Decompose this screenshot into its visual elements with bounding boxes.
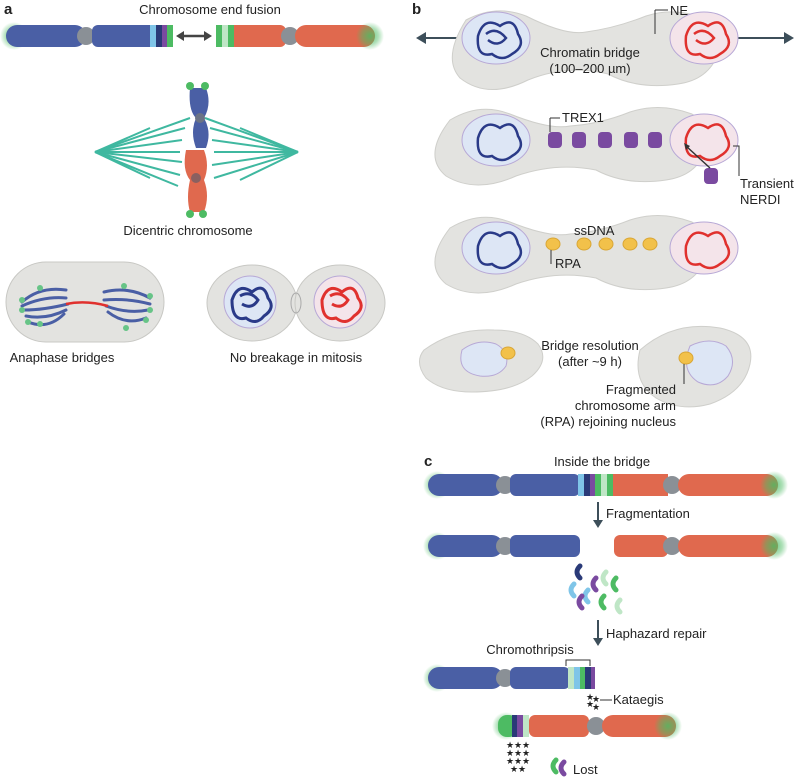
svg-text:★: ★ [592,702,600,712]
double-arrow-icon [176,31,212,41]
panel-b: b NE Chromatin bridge (100–200 µm) [412,1,794,429]
chromosome-arm-label: chromosome arm [575,398,676,413]
svg-text:★: ★ [510,764,518,774]
no-breakage-cells [206,264,386,342]
rpa-label: RPA [555,256,581,271]
dicentric-chromosome-label: Dicentric chromosome [123,223,252,238]
panel-a-letter: a [4,1,13,18]
svg-text:★: ★ [506,748,514,758]
anaphase-bridges-label: Anaphase bridges [10,350,115,365]
inside-bridge-label: Inside the bridge [554,454,650,469]
repaired-blue-chromosome [423,664,595,692]
dicentric-chromosome [184,82,209,218]
svg-text:★: ★ [506,756,514,766]
rpa-markers [545,237,658,251]
chromatin-bridge-label: Chromatin bridge [540,45,640,60]
right-chromosome [216,22,384,50]
kataegis-stars-2: ★★★ ★★★ ★★★ ★★ [506,740,530,774]
nerdi-label: NERDI [740,192,780,207]
no-breakage-label: No breakage in mitosis [230,350,363,365]
haphazard-repair-label: Haphazard repair [606,626,707,641]
fused-chromosome [423,471,788,499]
transient-label: Transient [740,176,794,191]
svg-text:★: ★ [518,764,526,774]
chromosome-end-fusion-title: Chromosome end fusion [139,2,281,17]
resolved-cells [419,325,752,408]
left-chromosome [0,22,173,50]
ne-label: NE [670,3,688,18]
bridge-cell-pair-2 [434,106,740,186]
svg-text:★: ★ [522,740,530,750]
down-arrow-icon [593,502,603,528]
svg-text:★: ★ [514,748,522,758]
panel-a: a Chromosome end fusion [0,1,386,365]
lost-fragments [550,757,567,777]
svg-text:★: ★ [586,692,594,702]
fragmented-chromosomes [423,532,788,560]
bridge-length-label: (100–200 µm) [549,61,630,76]
bridge-cell-pair-1 [416,9,794,90]
svg-text:★: ★ [586,699,594,709]
fragmented-label: Fragmented [606,382,676,397]
chromothripsis-label: Chromothripsis [486,642,574,657]
svg-text:★: ★ [514,756,522,766]
down-arrow-icon-2 [593,620,603,646]
bridge-cell-pair-3 [434,214,739,294]
svg-text:★: ★ [592,694,600,704]
bridge-resolution-label: Bridge resolution [541,338,639,353]
rejoining-nucleus-label: (RPA) rejoining nucleus [540,414,676,429]
resolution-time-label: (after ~9 h) [558,354,622,369]
panel-b-letter: b [412,1,421,18]
repaired-red-chromosome [492,712,682,740]
svg-text:★: ★ [506,740,514,750]
lost-label: Lost [573,762,598,777]
kataegis-label: Kataegis [613,692,664,707]
mitotic-spindle [94,117,299,187]
trex1-label: TREX1 [562,110,604,125]
kataegis-stars: ★ ★ ★ ★ [586,692,600,712]
svg-text:★: ★ [514,740,522,750]
panel-c: c Inside the bridge Fragmentation [423,453,788,777]
svg-text:★: ★ [522,756,530,766]
svg-text:★: ★ [522,748,530,758]
ssdna-label: ssDNA [574,223,615,238]
panel-c-letter: c [424,453,432,470]
trex1-markers [548,132,718,184]
anaphase-bridge-cell [5,261,165,343]
fragmentation-label: Fragmentation [606,506,690,521]
dna-fragments [568,563,623,615]
